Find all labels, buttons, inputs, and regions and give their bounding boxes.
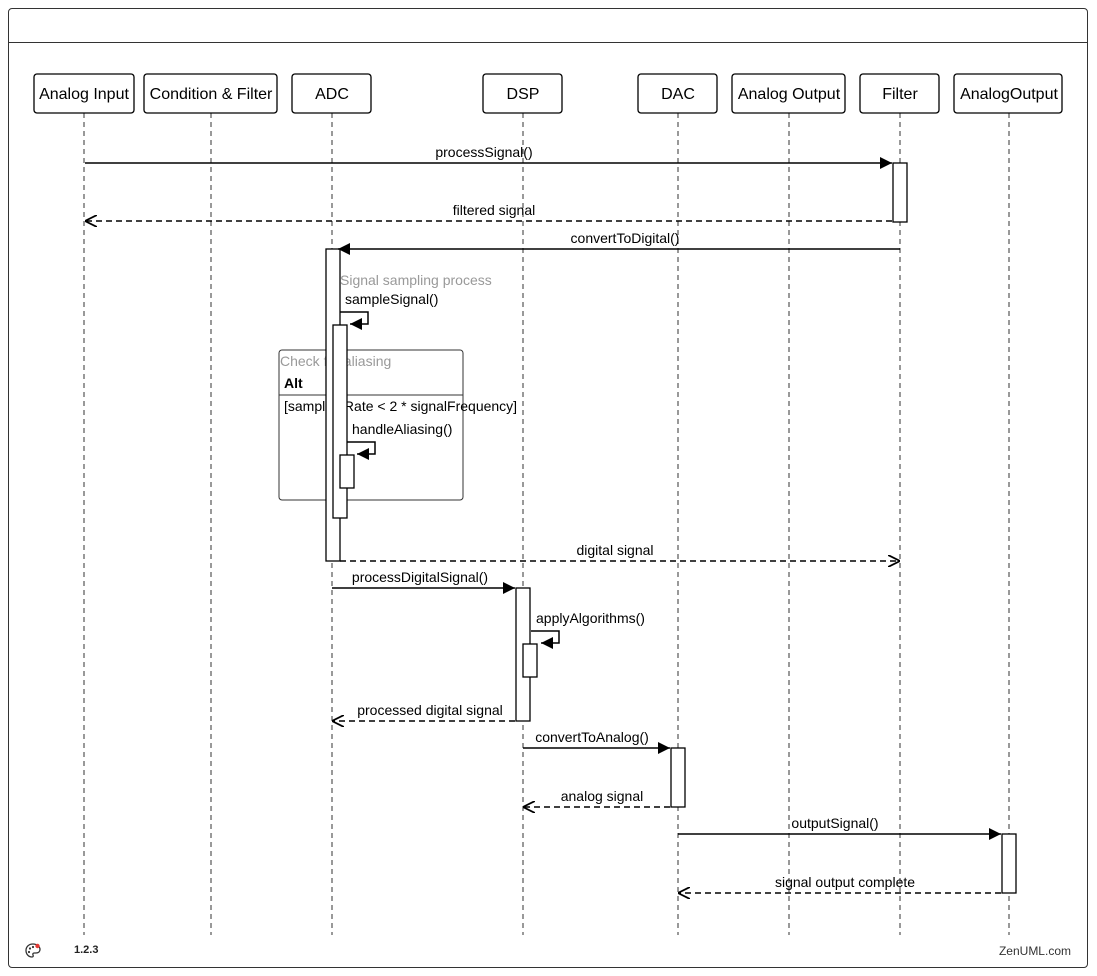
diagram-frame <box>8 8 1088 968</box>
participant-label-p7: AnalogOutput <box>960 86 1058 103</box>
participant-label-p5: Analog Output <box>738 86 841 103</box>
message-arrow-5 <box>347 441 376 460</box>
participant-box-p1 <box>143 73 278 114</box>
brand-label: ZenUML.com <box>998 944 1071 958</box>
participant-box-p5 <box>731 73 846 114</box>
title-bar <box>9 9 1087 43</box>
participant-box-p6 <box>859 73 940 114</box>
activation-analogoutput <box>1001 833 1017 894</box>
message-label-11: analog signal <box>561 788 644 804</box>
participants: Analog Input Condition & Filter ADC DSP DAC A… <box>33 73 1063 114</box>
version-label: 1.2.3 <box>74 944 99 956</box>
activation-dsp-algorithms <box>522 643 538 678</box>
participant-box-p3 <box>482 73 563 114</box>
participant-box-p7 <box>953 73 1063 114</box>
fragment-condition: [samplingRate < 2 * signalFrequency] <box>284 398 517 414</box>
fragment-frame <box>278 349 464 501</box>
message-arrow-4 <box>340 311 369 330</box>
message-label-8: applyAlgorithms() <box>536 610 645 626</box>
participant-label-p4: DAC <box>661 86 695 103</box>
participant-box-p2 <box>291 73 372 114</box>
messages: processSignal() filtered signal convertToD… <box>85 144 1001 893</box>
message-label-13: signal output complete <box>775 874 915 890</box>
message-label-3: Signal sampling process <box>340 272 492 288</box>
message-label-2: convertToDigital() <box>571 230 680 246</box>
participant-label-p3: DSP <box>507 86 540 103</box>
message-label-12: outputSignal() <box>791 815 878 831</box>
message-label-0: processSignal() <box>435 144 532 160</box>
activation-adc-aliasing <box>339 454 355 489</box>
message-label-4: sampleSignal() <box>345 291 438 307</box>
activation-filter <box>892 162 908 223</box>
activation-adc-sample <box>332 324 348 519</box>
message-label-6: digital signal <box>576 542 653 558</box>
activations <box>325 162 1017 894</box>
message-label-7: processDigitalSignal() <box>352 569 488 585</box>
participant-box-p0 <box>33 73 135 114</box>
message-arrow-8 <box>531 630 560 649</box>
participant-label-p2: ADC <box>315 86 349 103</box>
participant-label-p0: Analog Input <box>39 86 129 103</box>
palette-icon[interactable] <box>24 942 42 960</box>
activation-dac <box>670 747 686 808</box>
message-label-9: processed digital signal <box>357 702 503 718</box>
message-label-5: handleAliasing() <box>352 421 452 437</box>
lifelines <box>83 113 1010 935</box>
message-label-1: filtered signal <box>453 202 536 218</box>
message-label-10: convertToAnalog() <box>535 729 649 745</box>
participant-box-p4 <box>637 73 718 114</box>
fragment-operator: Alt <box>284 375 303 391</box>
participant-label-p1: Condition & Filter <box>150 86 273 103</box>
participant-label-p6: Filter <box>882 86 918 103</box>
